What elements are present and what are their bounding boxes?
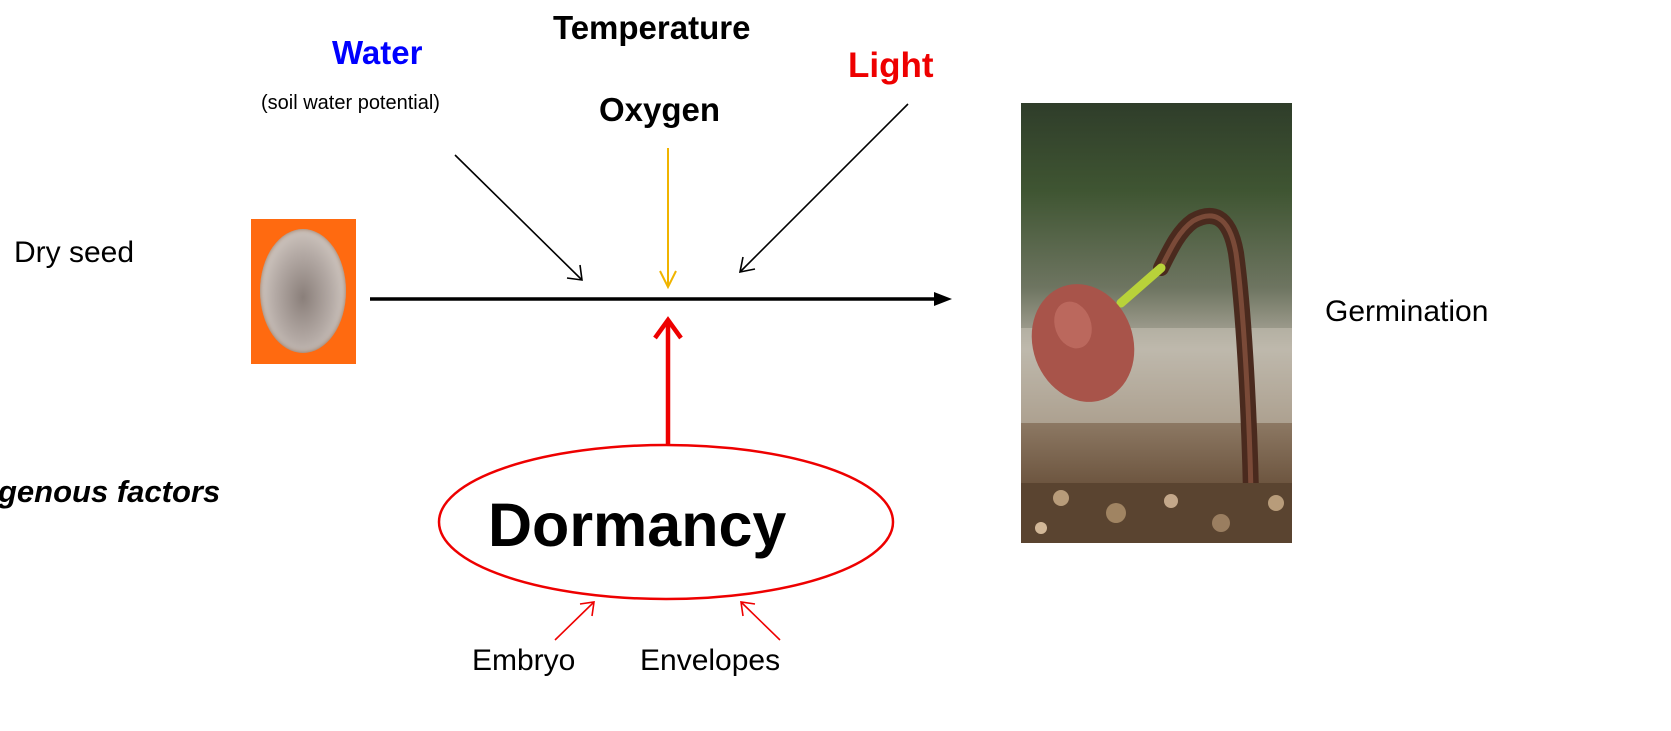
envelopes-label: Envelopes (640, 646, 780, 676)
embryo-arrow-line (555, 602, 594, 640)
embryo-label: Embryo (472, 646, 575, 676)
main-arrow-head (934, 292, 952, 306)
water-arrow-line (455, 155, 582, 280)
dormancy-label: Dormancy (488, 495, 786, 556)
light-arrow-line (740, 104, 908, 272)
envelopes-arrow-line (741, 602, 780, 640)
